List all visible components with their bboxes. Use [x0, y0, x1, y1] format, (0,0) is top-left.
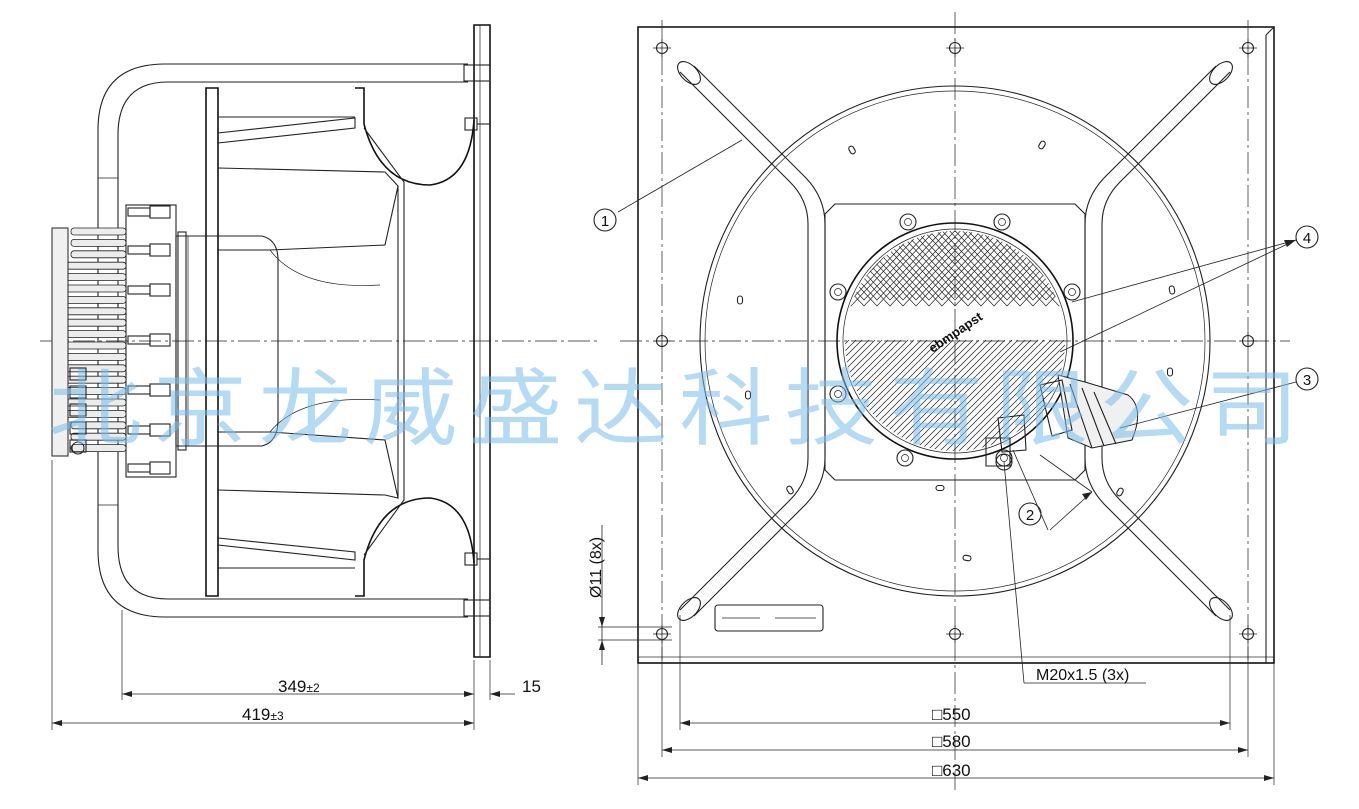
- motor-stud-head: [127, 285, 151, 295]
- callout-3-circle: [1295, 367, 1319, 391]
- dim-thread: M20x1.5 (3x): [1036, 667, 1129, 684]
- motor-stud: [149, 205, 171, 219]
- motor-stud: [149, 243, 171, 257]
- dim-580: □580: [932, 732, 971, 751]
- vent-slot: [786, 485, 794, 495]
- motor-bolt: [829, 283, 847, 301]
- motor-bolt: [896, 449, 914, 467]
- brand-mark: ebmpapst: [926, 309, 986, 356]
- dim-630: □630: [932, 761, 971, 780]
- vent-slot: [1166, 367, 1174, 377]
- motor-stud-head: [127, 463, 151, 473]
- cooling-fin: [70, 421, 127, 430]
- motor-stud: [149, 283, 171, 297]
- dim-419: 419±3: [242, 705, 284, 724]
- callouts: 1 2 3 4: [593, 139, 1319, 526]
- motor-stud-head: [127, 207, 151, 217]
- motor-bolt: [993, 213, 1011, 231]
- side-connector-bolts: [69, 367, 87, 455]
- hole-dimension: Ø11 (8x): [588, 525, 672, 665]
- callout-1-circle: [593, 208, 617, 232]
- callout-2: 2: [1026, 507, 1034, 524]
- motor-stud-head: [127, 425, 151, 435]
- motor-stud-head: [127, 245, 151, 255]
- vent-slot: [744, 390, 752, 400]
- vent-slot: [736, 295, 744, 305]
- callout-4-circle: [1295, 225, 1319, 249]
- cooling-fin: [70, 250, 127, 259]
- dim-15: 15: [522, 677, 541, 696]
- watermark: 北京龙威盛达科技有限公司: [48, 360, 1310, 458]
- motor-bolt: [1063, 283, 1081, 301]
- callout-2-circle: [1018, 502, 1042, 526]
- dim-349: 349±2: [278, 677, 320, 696]
- side-view: 349±2 419±3 15: [40, 24, 600, 730]
- callout-4: 4: [1303, 230, 1311, 247]
- motor-stud: [149, 461, 171, 475]
- motor-stud-head: [127, 335, 151, 345]
- dim-550: □550: [932, 705, 971, 724]
- cooling-fin: [70, 238, 127, 247]
- dim-hole-diameter: Ø11 (8x): [588, 537, 605, 598]
- vent-slot: [1116, 487, 1124, 497]
- vent-slot: [1168, 285, 1176, 295]
- cooling-fin: [70, 432, 127, 441]
- vent-slot: [1038, 140, 1046, 150]
- callout-3: 3: [1303, 372, 1311, 389]
- vent-slot: [848, 145, 856, 155]
- vent-slot: [935, 484, 945, 492]
- motor-bolt: [899, 213, 917, 231]
- motor-bolt: [829, 385, 847, 403]
- cable-gland: [985, 374, 1139, 471]
- motor-stud: [149, 333, 171, 347]
- vent-slot: [962, 554, 972, 562]
- cooling-fin: [70, 227, 127, 236]
- callout-1: 1: [601, 213, 609, 230]
- guard-tubes: [677, 61, 1233, 621]
- cooling-fin: [70, 444, 127, 453]
- motor-stud-head: [127, 385, 151, 395]
